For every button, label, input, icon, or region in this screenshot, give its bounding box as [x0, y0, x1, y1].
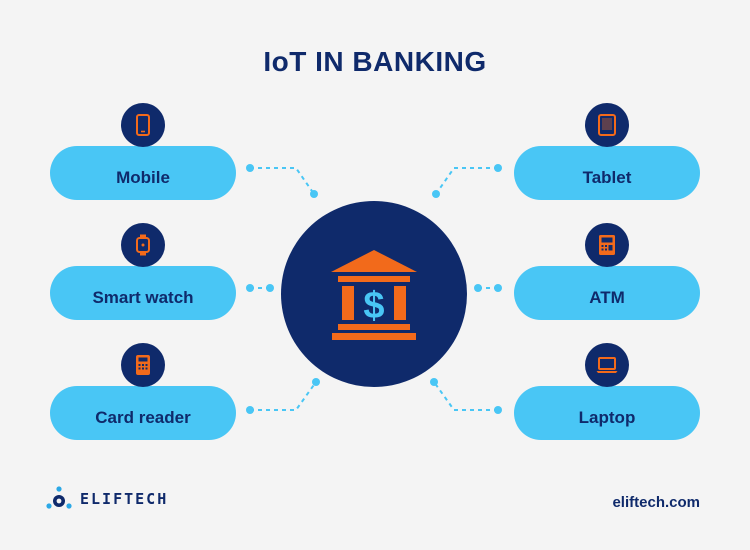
brand-logo: ELIFTECH [46, 486, 168, 512]
node-atm: ATM [514, 266, 700, 320]
bank-dollar-icon: $ [331, 250, 417, 340]
node-label: Card reader [95, 408, 191, 427]
page-title: IoT IN BANKING [263, 46, 487, 77]
node-label: Smart watch [92, 288, 194, 307]
laptop-icon [585, 343, 629, 387]
node-label: Tablet [582, 168, 632, 187]
node-laptop: Laptop [514, 386, 700, 440]
node-label: Mobile [116, 168, 170, 187]
node-label: Laptop [578, 408, 636, 427]
mobile-phone-icon [121, 103, 165, 147]
website-link[interactable]: eliftech.com [612, 494, 700, 511]
node-mobile: Mobile [50, 146, 236, 200]
node-card-reader: Card reader [50, 386, 236, 440]
center-hub: $ [281, 201, 467, 387]
brand-name: ELIFTECH [80, 490, 169, 508]
tablet-icon [585, 103, 629, 147]
node-smart-watch: Smart watch [50, 266, 236, 320]
card-reader-icon [121, 343, 165, 387]
node-tablet: Tablet [514, 146, 700, 200]
svg-text:$: $ [363, 285, 384, 327]
atm-icon [585, 223, 629, 267]
node-label: ATM [589, 288, 625, 307]
smart-watch-icon [121, 223, 165, 267]
eliftech-logo-icon [46, 486, 72, 509]
